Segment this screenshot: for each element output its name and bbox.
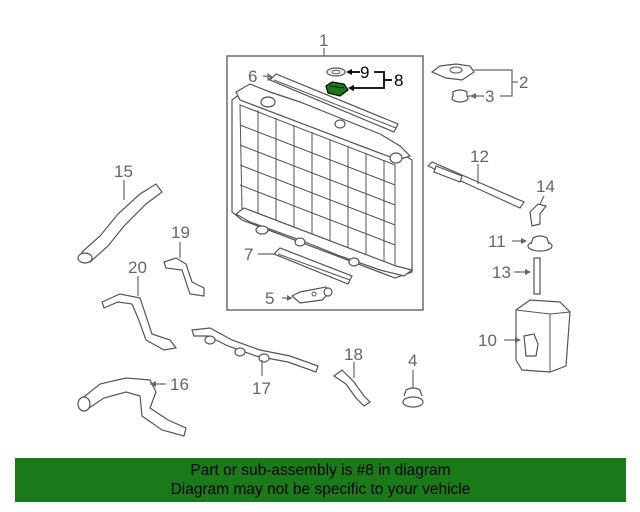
callout-7: 7 [244,245,253,264]
part-19-small-hose [163,242,205,297]
part-20-bypass-hose [101,276,178,351]
callout-15: 15 [114,162,133,181]
callout-19: 19 [171,223,190,242]
part-9-washer [326,67,346,77]
callout-1: 1 [319,31,328,50]
callout-12: 12 [470,147,489,166]
parts-diagram: 6 7 5 9 8 1 2 3 [77,31,571,437]
callout-6: 6 [248,67,257,86]
callout-14: 14 [536,177,555,196]
banner-line-2: Diagram may not be specific to your vehi… [170,481,471,498]
callout-16: 16 [170,375,189,394]
callout-9: 9 [360,63,369,82]
part-17-water-pipe [191,327,319,376]
part-5-bracket [282,286,333,304]
part-14-hose-fitting [529,195,548,227]
banner-line-1: Part or sub-assembly is #8 in diagram [190,462,451,479]
part-7-lower-seal [258,247,353,285]
part-15-upper-hose [77,180,163,264]
callout-13: 13 [492,263,511,282]
callout-3: 3 [485,87,494,106]
radiator-assembly-box [226,55,424,311]
callout-8: 8 [394,71,403,90]
part-4-mount-cushion [402,370,424,408]
part-13-tube [514,257,541,295]
callout-2: 2 [519,73,528,92]
part-12-rod [426,161,525,209]
part-10-reservoir [504,299,571,373]
part-16-lower-hose [77,377,187,437]
radiator [231,83,414,279]
part-18-hose [332,362,371,407]
part-6-upper-seal [262,72,399,133]
callout-20: 20 [128,258,147,277]
part-3-bushing [451,89,484,103]
callout-18: 18 [344,345,363,364]
callout-4: 4 [408,351,417,370]
part-11-reservoir-cap [512,235,553,252]
callout-10: 10 [478,331,497,350]
callout-11: 11 [488,232,506,251]
part-2-cap-assembly [430,63,518,97]
callout-17: 17 [252,379,271,398]
callout-5: 5 [265,289,274,308]
part-8-radiator-cap [325,81,349,97]
notice-banner: Part or sub-assembly is #8 in diagram Di… [15,458,626,502]
